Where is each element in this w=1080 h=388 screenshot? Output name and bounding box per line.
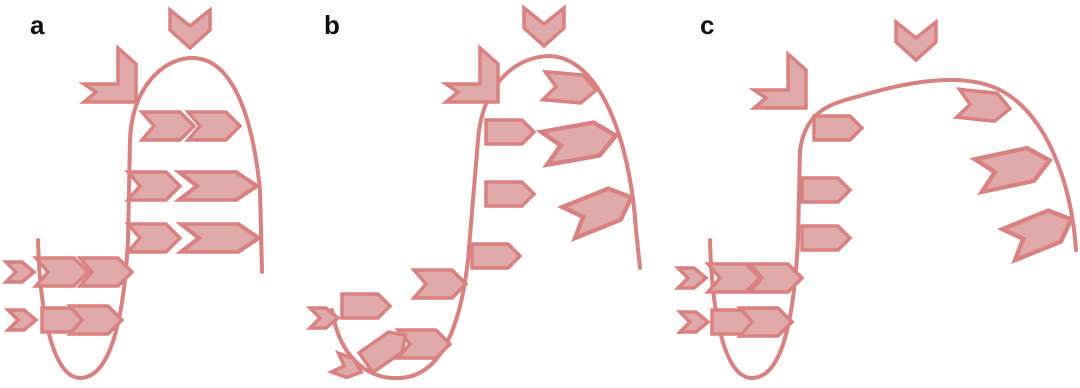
panel-c: c <box>678 10 1078 378</box>
panel-a-left-marker <box>84 48 136 102</box>
panel-b-top-marker <box>524 8 564 46</box>
panel-b-left-marker <box>446 48 498 102</box>
panel-a-row-3 <box>128 224 259 252</box>
panel-label-b: b <box>324 10 340 40</box>
panel-label-c: c <box>700 10 714 40</box>
panel-b-left-flags <box>472 120 534 268</box>
panel-a-row-2 <box>128 172 257 200</box>
panel-c-left-flags <box>802 116 862 250</box>
panel-c-row-5 <box>680 308 792 336</box>
panel-label-a: a <box>30 10 45 40</box>
panel-a-row-4 <box>6 258 132 286</box>
panel-a-row-5 <box>8 306 122 334</box>
panel-a: a <box>6 10 262 378</box>
panel-a-top-marker <box>170 10 210 48</box>
panel-b: b <box>310 8 640 382</box>
panel-c-right-flags <box>957 89 1078 260</box>
panel-c-left-marker <box>754 54 806 108</box>
panel-a-row-1 <box>142 112 240 140</box>
panel-c-top-marker <box>896 22 936 60</box>
panel-c-row-4 <box>678 264 802 292</box>
